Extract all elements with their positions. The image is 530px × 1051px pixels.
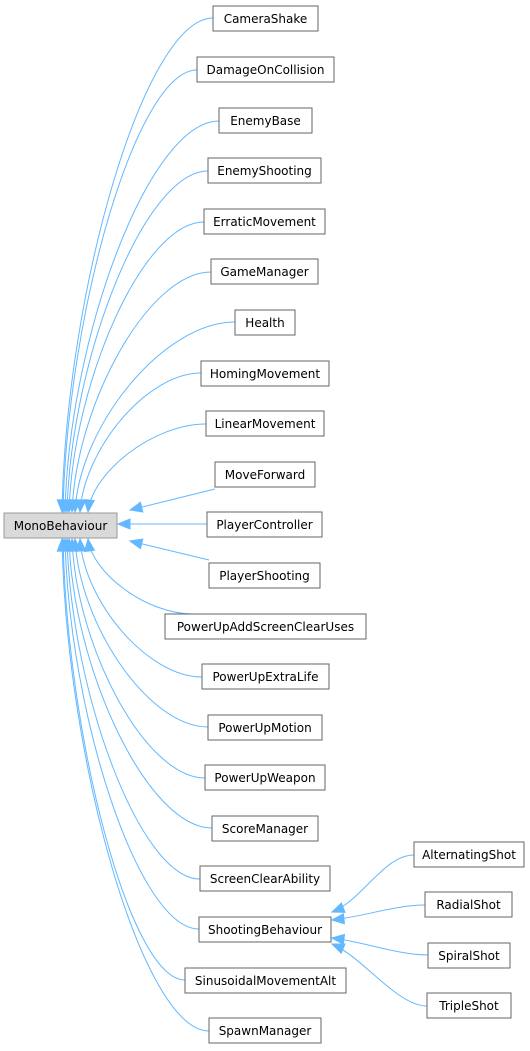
node-spawnmanager[interactable]: SpawnManager xyxy=(208,1017,322,1044)
node-powerupmotion[interactable]: PowerUpMotion xyxy=(207,714,323,741)
node-radialshot[interactable]: RadialShot xyxy=(424,891,513,918)
node-label: ScoreManager xyxy=(222,822,308,836)
edge-shootingbehaviour-to-monobehaviour xyxy=(64,538,200,930)
node-label: MonoBehaviour xyxy=(14,519,108,533)
node-label: SpawnManager xyxy=(219,1024,312,1038)
edge-damageoncollision-to-monobehaviour xyxy=(62,69,198,513)
edge-radialshot-to-shootingbehaviour-arrowhead xyxy=(330,913,346,925)
node-label: PowerUpWeapon xyxy=(214,771,315,785)
node-label: ShootingBehaviour xyxy=(208,923,322,937)
node-powerupaddscreenclearuses[interactable]: PowerUpAddScreenClearUses xyxy=(164,613,367,640)
node-powerupextralife[interactable]: PowerUpExtraLife xyxy=(201,663,330,690)
node-label: MoveForward xyxy=(225,468,305,482)
edge-powerupweapon-to-monobehaviour xyxy=(71,538,206,779)
edge-powerupaddscreenclearuses-to-monobehaviour-arrowhead xyxy=(83,537,96,553)
node-powerupweapon[interactable]: PowerUpWeapon xyxy=(204,764,326,791)
node-label: EnemyShooting xyxy=(217,164,312,178)
node-label: GameManager xyxy=(220,265,308,279)
node-damageoncollision[interactable]: DamageOnCollision xyxy=(196,56,335,83)
node-label: PlayerController xyxy=(216,518,312,532)
node-label: AlternatingShot xyxy=(422,848,516,862)
node-enemybase[interactable]: EnemyBase xyxy=(218,107,313,134)
node-homingmovement[interactable]: HomingMovement xyxy=(200,360,330,387)
edge-enemybase-to-monobehaviour xyxy=(64,120,220,513)
edge-screenclearability-to-monobehaviour xyxy=(66,538,201,880)
node-sinusoidalmovementalt[interactable]: SinusoidalMovementAlt xyxy=(184,967,347,994)
edge-health-to-monobehaviour xyxy=(74,321,236,513)
node-tripleshot[interactable]: TripleShot xyxy=(426,992,512,1019)
edge-scoremanager-to-monobehaviour xyxy=(68,538,213,829)
node-spiralshot[interactable]: SpiralShot xyxy=(427,942,511,969)
edge-spawnmanager-to-monobehaviour xyxy=(61,538,210,1032)
node-label: DamageOnCollision xyxy=(207,63,325,77)
node-playercontroller[interactable]: PlayerController xyxy=(206,511,323,538)
edge-linearmovement-to-monobehaviour xyxy=(87,423,207,513)
node-playershooting[interactable]: PlayerShooting xyxy=(208,562,321,589)
edge-homingmovement-to-monobehaviour xyxy=(79,372,202,513)
node-screenclearability[interactable]: ScreenClearAbility xyxy=(199,865,331,892)
edge-moveforward-to-monobehaviour xyxy=(129,488,216,511)
edge-linearmovement-to-monobehaviour-arrowhead xyxy=(83,498,95,514)
node-label: PowerUpExtraLife xyxy=(213,670,319,684)
node-shootingbehaviour[interactable]: ShootingBehaviour xyxy=(198,916,332,943)
edge-enemyshooting-to-monobehaviour xyxy=(66,170,209,513)
edge-gamemanager-to-monobehaviour xyxy=(71,271,212,513)
node-label: ErraticMovement xyxy=(213,215,316,229)
node-scoremanager[interactable]: ScoreManager xyxy=(211,815,319,842)
edge-powerupaddscreenclearuses-to-monobehaviour xyxy=(87,538,194,615)
edge-alternatingshot-to-shootingbehaviour xyxy=(331,854,415,913)
edge-homingmovement-to-monobehaviour-arrowhead xyxy=(75,499,87,514)
edge-powerupmotion-to-monobehaviour xyxy=(74,538,209,728)
node-label: SinusoidalMovementAlt xyxy=(195,974,337,988)
node-erraticmovement[interactable]: ErraticMovement xyxy=(203,208,326,235)
node-label: Health xyxy=(245,316,284,330)
edge-powerupextralife-to-monobehaviour xyxy=(79,538,203,678)
node-label: LinearMovement xyxy=(215,417,316,431)
node-camerashake[interactable]: CameraShake xyxy=(212,5,319,32)
node-alternatingshot[interactable]: AlternatingShot xyxy=(413,841,525,868)
edge-sinusoidalmovementalt-to-monobehaviour xyxy=(62,538,186,981)
node-label: ScreenClearAbility xyxy=(210,872,320,886)
node-health[interactable]: Health xyxy=(234,309,296,336)
edge-erraticmovement-to-monobehaviour xyxy=(68,221,205,513)
edge-spawnmanager-to-monobehaviour-arrowhead xyxy=(56,537,68,552)
node-label: PlayerShooting xyxy=(219,569,310,583)
node-gamemanager[interactable]: GameManager xyxy=(210,258,319,285)
node-label: TripleShot xyxy=(438,999,499,1013)
edge-radialshot-to-shootingbehaviour xyxy=(331,904,426,921)
edge-camerashake-to-monobehaviour xyxy=(61,17,214,513)
node-monobehaviour[interactable]: MonoBehaviour xyxy=(3,512,118,539)
edge-alternatingshot-to-shootingbehaviour-arrowhead xyxy=(330,902,346,913)
node-enemyshooting[interactable]: EnemyShooting xyxy=(207,157,322,184)
node-label: SpiralShot xyxy=(438,949,500,963)
edge-moveforward-to-monobehaviour-arrowhead xyxy=(128,501,144,513)
node-label: CameraShake xyxy=(224,12,308,26)
class-nodes: MonoBehaviour CameraShake DamageOnCollis… xyxy=(3,5,525,1044)
node-linearmovement[interactable]: LinearMovement xyxy=(205,410,325,437)
edge-playershooting-to-monobehaviour-arrowhead xyxy=(128,538,144,550)
node-label: PowerUpMotion xyxy=(218,721,311,735)
edge-spiralshot-to-shootingbehaviour-arrowhead xyxy=(330,933,346,946)
node-moveforward[interactable]: MoveForward xyxy=(214,461,316,488)
node-label: EnemyBase xyxy=(230,114,301,128)
inheritance-edges xyxy=(56,17,429,1032)
node-label: RadialShot xyxy=(436,898,501,912)
node-label: HomingMovement xyxy=(210,367,320,381)
node-label: PowerUpAddScreenClearUses xyxy=(177,620,354,634)
edge-tripleshot-to-shootingbehaviour-arrowhead xyxy=(330,943,346,955)
edge-playercontroller-to-monobehaviour-arrowhead xyxy=(116,518,131,530)
